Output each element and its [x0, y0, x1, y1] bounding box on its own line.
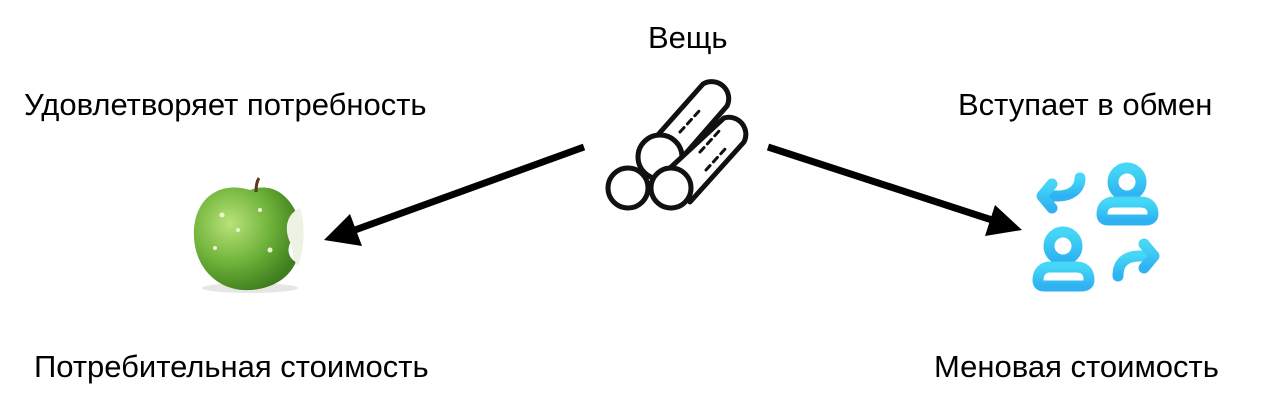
enters-exchange-label: Вступает в обмен — [958, 87, 1213, 122]
apple-icon — [193, 177, 304, 293]
logs-icon — [605, 79, 749, 211]
arrow-to-exchange-value — [766, 143, 1022, 236]
satisfies-need-label: Удовлетворяет потребность — [24, 87, 427, 122]
exchange-value-label: Меновая стоимость — [934, 349, 1219, 384]
use-value-label: Потребительная стоимость — [34, 349, 429, 384]
arrow-to-use-value — [324, 143, 586, 246]
exchange-people-icon — [1032, 162, 1160, 292]
thing-label: Вещь — [648, 20, 728, 55]
